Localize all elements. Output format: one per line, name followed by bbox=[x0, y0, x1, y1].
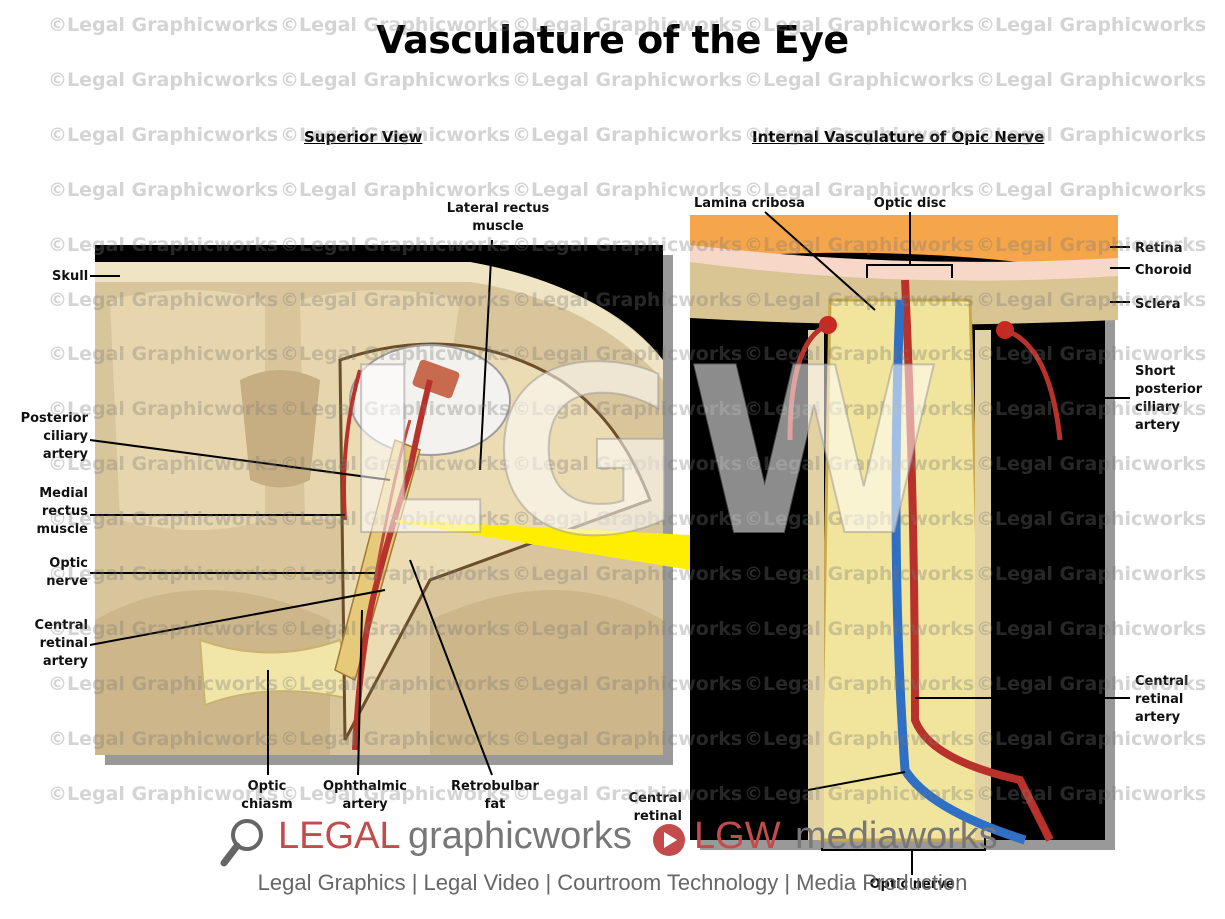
label-lateral-rectus: Lateral rectus muscle bbox=[446, 201, 550, 234]
label-optic-chiasm: Optic chiasm bbox=[241, 779, 293, 812]
left-heading: Superior View bbox=[304, 128, 423, 146]
leader-lateral-rectus bbox=[479, 239, 493, 471]
lateral-rectus-shape bbox=[412, 359, 460, 399]
central-artery-vessel bbox=[901, 279, 1054, 842]
label-central-retinal-artery: Central retinal artery bbox=[1135, 674, 1189, 725]
label-skull: Skull bbox=[52, 269, 89, 284]
ethmoid-bone bbox=[240, 370, 320, 488]
label-ophthalmic: Ophthalmic artery bbox=[322, 779, 408, 812]
label-optic-disc: Optic disc bbox=[873, 196, 947, 211]
label-central-retinal: Central retinal artery bbox=[34, 618, 88, 669]
label-optic-nerve-right: Optic nerve bbox=[869, 877, 955, 892]
zoom-highlight bbox=[395, 520, 690, 570]
magnifier-icon bbox=[220, 819, 263, 867]
right-heading: Internal Vasculature of Opic Nerve bbox=[752, 128, 1045, 146]
leader-lamina bbox=[764, 211, 876, 311]
footer-logo: LEGAL graphicworks LGW mediaworks bbox=[220, 815, 1020, 867]
label-central-retinal-vein: Central retinal bbox=[628, 791, 682, 824]
label-short-posterior: Short posterior ciliary artery bbox=[1135, 364, 1203, 433]
medial-rectus-vessel bbox=[342, 369, 362, 521]
nerve-sheath-right bbox=[975, 330, 991, 840]
skull-top bbox=[95, 245, 663, 360]
label-retrobulbar: Retrobulbar fat bbox=[451, 779, 539, 812]
leader-retrobulbar bbox=[409, 559, 493, 776]
retina-layer bbox=[690, 215, 1118, 275]
short-posterior-vessel bbox=[1004, 327, 1063, 441]
posterior-ciliary-vessel bbox=[373, 419, 412, 581]
leader-optic-nerve-right bbox=[821, 838, 986, 851]
footer-lgw: LGW bbox=[694, 815, 781, 857]
diagram-title: Vasculature of the Eye bbox=[376, 18, 849, 62]
label-choroid: Choroid bbox=[1135, 263, 1192, 278]
label-retina: Retina bbox=[1135, 241, 1183, 256]
footer-legal: LEGAL bbox=[278, 815, 401, 857]
footer-graphicworks: graphicworks bbox=[408, 815, 632, 857]
central-vein-vessel bbox=[891, 299, 1027, 845]
label-medial-rectus: Medial rectus muscle bbox=[36, 486, 88, 537]
footer-mediaworks: mediaworks bbox=[795, 815, 998, 857]
label-optic-nerve: Optic nerve bbox=[46, 556, 88, 589]
middle-fossa-right bbox=[430, 590, 663, 755]
leader-lines bbox=[89, 211, 1130, 875]
leader-posterior-ciliary bbox=[89, 439, 391, 481]
footer-tagline: Legal Graphics | Legal Video | Courtroom… bbox=[257, 870, 968, 895]
leader-central-retinal bbox=[89, 589, 386, 646]
short-posterior-vessel-left bbox=[787, 322, 830, 441]
label-sclera: Sclera bbox=[1135, 297, 1181, 312]
play-icon bbox=[653, 824, 685, 856]
cranial-fossa bbox=[110, 290, 265, 530]
label-lamina: Lamina cribosa bbox=[694, 196, 805, 211]
label-posterior-ciliary: Posterior ciliary artery bbox=[20, 411, 88, 462]
leader-ophthalmic bbox=[357, 609, 363, 776]
skull-cortex bbox=[95, 262, 663, 380]
leader-central-vein bbox=[689, 771, 906, 813]
nerve-sheath-left bbox=[808, 330, 824, 840]
eyeball bbox=[349, 344, 511, 456]
